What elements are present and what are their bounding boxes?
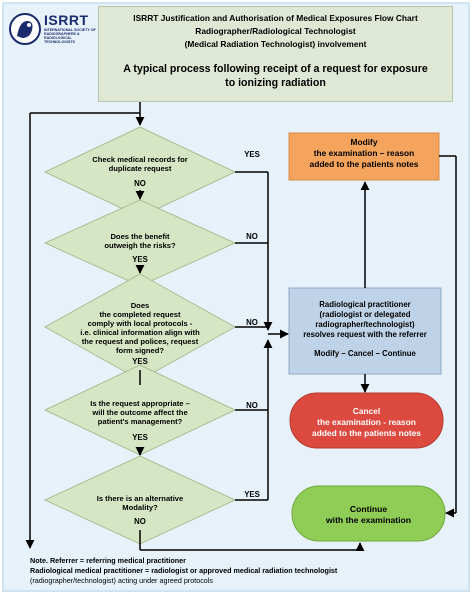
practitioner-line-4: resolves request with the referrer xyxy=(303,330,427,339)
title-subtitle-line-1: A typical process following receipt of a… xyxy=(123,63,428,75)
continue-box xyxy=(291,485,446,542)
decision-2-no-label: NO xyxy=(246,232,258,241)
decision-1-text-1: Check medical records for xyxy=(92,155,188,164)
decision-5-yes-label: YES xyxy=(244,490,260,499)
practitioner-line-1: Radiological practitioner xyxy=(319,300,411,309)
title-line-1: ISRRT Justification and Authorisation of… xyxy=(133,13,418,23)
decision-1-text-2: duplicate request xyxy=(108,164,172,173)
modify-line-2: the examination – reason xyxy=(313,148,415,158)
modify-line-3: added to the patients notes xyxy=(309,159,419,169)
cancel-box xyxy=(289,392,444,449)
decision-3-yes-label: YES xyxy=(132,357,148,366)
decision-5-text-2: Modality? xyxy=(122,503,158,512)
logo-emblem-icon xyxy=(9,13,41,45)
title-line-2: Radiographer/Radiological Technologist xyxy=(195,26,356,36)
isrrt-logo: ISRRT INTERNATIONAL SOCIETY OF RADIOGRAP… xyxy=(8,10,96,50)
decision-4-no-label: NO xyxy=(246,401,258,410)
decision-5-text-1: Is there is an alternative xyxy=(96,494,184,503)
decision-3-no-label: NO xyxy=(246,318,258,327)
note-line-3: (radiographer/technologist) acting under… xyxy=(30,576,213,585)
decision-2-yes-label: YES xyxy=(132,255,148,264)
decision-1-no-label: NO xyxy=(134,179,146,188)
note-line-1: Note. Referrer = referring medical pract… xyxy=(30,556,186,565)
decision-2-text-2: outweigh the risks? xyxy=(104,241,176,250)
decision-2-text-1: Does the benefit xyxy=(110,232,170,241)
decision-3-text-5: the request and polices, request xyxy=(81,337,199,346)
decision-4-yes-label: YES xyxy=(132,433,148,442)
title-line-3: (Medical Radiation Technologist) involve… xyxy=(184,39,367,49)
decision-3-text-1: Does xyxy=(130,301,150,310)
decision-3-text-6: form signed? xyxy=(115,346,165,355)
decision-1-yes-label: YES xyxy=(244,150,260,159)
continue-line-2: with the examination xyxy=(326,515,411,525)
decision-5-no-label: NO xyxy=(134,517,146,526)
logo-name: ISRRT xyxy=(44,12,89,28)
practitioner-options: Modify – Cancel – Continue xyxy=(314,349,416,358)
decision-4-text-2: will the outcome affect the xyxy=(92,408,188,417)
cancel-line-1: Cancel xyxy=(352,406,381,416)
note-line-2: Radiological medical practitioner = radi… xyxy=(30,566,338,575)
cancel-line-2: the examination - reason xyxy=(317,417,416,427)
logo-subtitle: INTERNATIONAL SOCIETY OF RADIOGRAPHERS &… xyxy=(44,28,96,45)
title-box xyxy=(98,6,453,102)
practitioner-box xyxy=(288,287,442,375)
practitioner-line-3: radiographer/technologist) xyxy=(315,320,415,329)
decision-3-text-4: i.e. clinical information align with xyxy=(80,328,200,337)
modify-line-1: Modify xyxy=(350,137,378,147)
decision-3-text-2: the completed request xyxy=(99,310,181,319)
decision-3-text-3: comply with local protocols - xyxy=(87,319,193,328)
decision-4-text-1: Is the request appropriate – xyxy=(90,399,190,408)
practitioner-line-2: (radiologist or delegated xyxy=(319,310,411,319)
continue-line-1: Continue xyxy=(349,504,388,514)
decision-4-text-3: patient's management? xyxy=(97,417,183,426)
cancel-line-3: added to the patients notes xyxy=(312,428,421,438)
title-subtitle-line-2: to ionizing radiation xyxy=(225,77,326,89)
